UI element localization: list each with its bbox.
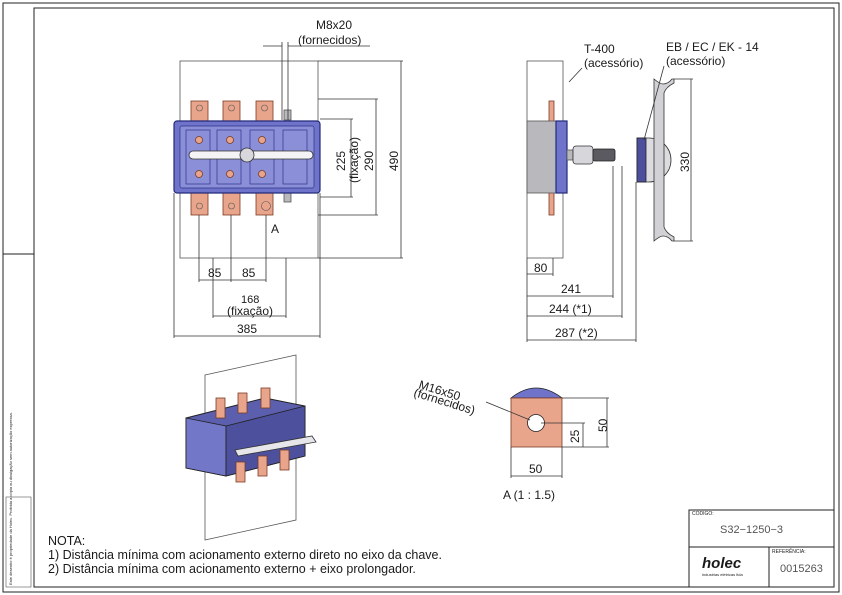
- dim-25-label: 25: [568, 429, 582, 443]
- dim-50-vertical-label: 50: [596, 418, 610, 432]
- notes-title: NOTA:: [48, 534, 85, 548]
- dim-168-note: (fixação): [227, 304, 273, 318]
- dim-168-label: 168: [241, 294, 259, 306]
- drawing-reference: 0015263: [780, 563, 823, 575]
- detail-a-view: M16x50 (fornecidos) 25 50 50 A (1 : 1.5): [412, 377, 610, 502]
- front-bolt-note: (fornecidos): [298, 33, 361, 47]
- code-caption: CÓDIGO:: [692, 510, 714, 517]
- dim-50-horizontal-label: 50: [529, 462, 543, 476]
- upper-terminals: [190, 100, 274, 124]
- detail-marker-a: A: [271, 222, 279, 236]
- lower-terminals: [190, 191, 274, 216]
- note-line-1: 1) Distância mínima com acionamento exte…: [48, 548, 442, 562]
- dim-225-note: (fixação): [347, 137, 361, 183]
- brand-subtitle: industrias elétricas ltda: [702, 572, 743, 577]
- side-stamp: Este desenho é propriedade da Holec. Pro…: [5, 412, 32, 588]
- isometric-view: [185, 354, 317, 541]
- side-stamp-text: Este desenho é propriedade da Holec. Pro…: [8, 412, 13, 585]
- dim-225-label: 225: [334, 151, 348, 171]
- dim-241-label: 241: [561, 282, 581, 296]
- dim-287-label: 287 (*2): [555, 326, 598, 340]
- notes: NOTA: 1) Distância mínima com acionament…: [48, 534, 442, 576]
- handle-label: EB / EC / EK - 14: [666, 40, 759, 54]
- dim-290-label: 290: [362, 151, 376, 171]
- drawing-code: S32−1250−3: [720, 524, 783, 536]
- front-view: M8x20 (fornecidos) 225 (fixação) 290 490…: [173, 18, 403, 338]
- dim-330-label: 330: [678, 152, 692, 172]
- shaft-note: (acessório): [584, 56, 643, 70]
- dim-80-label: 80: [534, 261, 548, 275]
- title-block: CÓDIGO: S32−1250−3 REFERÊNCIA: 0015263 h…: [688, 509, 835, 588]
- handle-note: (acessório): [666, 54, 725, 68]
- note-line-2: 2) Distância mínima com acionamento exte…: [48, 562, 416, 576]
- front-bolt-label: M8x20: [316, 18, 352, 32]
- dim-85-right-label: 85: [242, 266, 256, 280]
- dim-244-label: 244 (*1): [549, 302, 592, 316]
- dim-85-left-label: 85: [208, 266, 222, 280]
- side-view: T-400 (acessório) EB / EC / EK - 14 (ace…: [526, 40, 759, 342]
- dim-385-label: 385: [237, 322, 257, 336]
- dim-490-label: 490: [387, 151, 401, 171]
- reference-caption: REFERÊNCIA:: [772, 547, 806, 555]
- brand-logo: holec: [702, 555, 742, 572]
- detail-caption: A (1 : 1.5): [503, 488, 555, 502]
- sheet-inner-border: [33, 7, 835, 588]
- shaft-label: T-400: [584, 42, 615, 56]
